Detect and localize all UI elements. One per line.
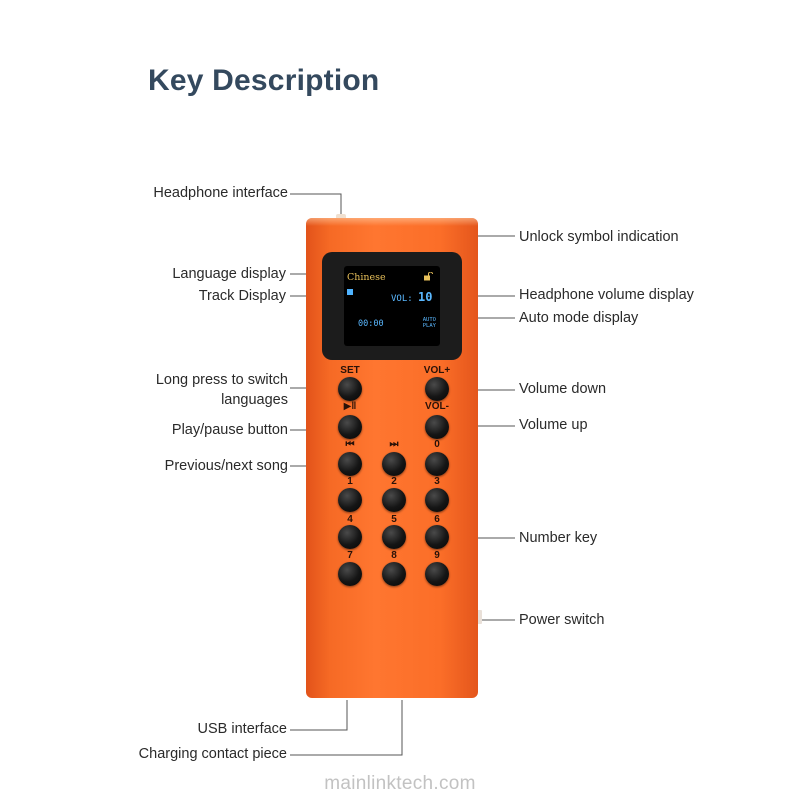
label-auto-mode: Auto mode display <box>519 310 639 326</box>
page-title: Key Description <box>148 64 380 97</box>
oled-screen: Chinese VOL: 10 00:00 AUTO PLAY <box>344 266 440 346</box>
label-track-display: Track Display <box>198 288 286 304</box>
previous-button[interactable] <box>338 452 362 476</box>
next-icon: ⏭ <box>389 439 399 450</box>
screen-volume-label: VOL: <box>391 294 413 304</box>
key-4-button[interactable] <box>338 525 362 549</box>
key-label-7: 7 <box>347 550 353 561</box>
screen-bezel: Chinese VOL: 10 00:00 AUTO PLAY <box>322 252 462 360</box>
watermark: mainlinktech.com <box>324 773 476 794</box>
key-label-3: 3 <box>434 476 440 487</box>
key-label-9: 9 <box>434 550 440 561</box>
label-volume-up: Volume up <box>519 417 588 433</box>
key-label-2: 2 <box>391 476 397 487</box>
previous-icon: ⏮ <box>345 439 355 450</box>
screen-auto-line2: PLAY <box>422 323 436 329</box>
label-prev-next: Previous/next song <box>164 458 288 474</box>
screen-time: 00:00 <box>358 319 384 329</box>
label-play-pause: Play/pause button <box>171 422 288 438</box>
power-switch[interactable] <box>477 610 482 624</box>
key-label-4: 4 <box>347 514 353 525</box>
label-power-switch: Power switch <box>519 612 605 628</box>
key-label-vol-minus: VOL- <box>425 401 449 412</box>
line-usb-interface <box>290 700 348 731</box>
key-2-button[interactable] <box>382 488 406 512</box>
device-highlight <box>306 218 478 226</box>
label-number-key: Number key <box>519 530 598 546</box>
lock-icon <box>423 271 434 283</box>
label-charging-contact: Charging contact piece <box>138 746 287 762</box>
track-icon <box>347 289 353 295</box>
key-8-button[interactable] <box>382 562 406 586</box>
key-7-button[interactable] <box>338 562 362 586</box>
label-unlock-symbol: Unlock symbol indication <box>519 229 679 245</box>
key-5-button[interactable] <box>382 525 406 549</box>
headphone-jack <box>336 214 346 219</box>
key-label-8: 8 <box>391 550 397 561</box>
screen-auto-line1: AUTO <box>422 317 436 323</box>
key-9-button[interactable] <box>425 562 449 586</box>
label-language-display: Language display <box>172 266 286 282</box>
key-label-5: 5 <box>391 514 397 525</box>
label-volume-down: Volume down <box>519 381 607 397</box>
line-headphone-interface <box>290 193 342 214</box>
key-label-vol-plus: VOL+ <box>423 365 451 376</box>
play-pause-icon: ▶‖ <box>343 401 357 412</box>
screen-volume-value: 10 <box>418 290 433 304</box>
key-label-1: 1 <box>347 476 353 487</box>
set-button[interactable] <box>338 377 362 401</box>
screen-auto-play: AUTO PLAY <box>423 317 436 329</box>
key-label-0: 0 <box>434 439 440 450</box>
key-1-button[interactable] <box>338 488 362 512</box>
key-label-set: SET <box>340 365 360 376</box>
label-headphone-interface: Headphone interface <box>153 185 288 201</box>
key-6-button[interactable] <box>425 525 449 549</box>
label-headphone-volume: Headphone volume display <box>519 287 694 303</box>
label-usb-interface: USB interface <box>197 721 287 737</box>
key-0-button[interactable] <box>425 452 449 476</box>
key-label-6: 6 <box>434 514 440 525</box>
screen-language: Chinese <box>347 272 386 283</box>
vol-minus-button[interactable] <box>425 415 449 439</box>
key-3-button[interactable] <box>425 488 449 512</box>
vol-plus-button[interactable] <box>425 377 449 401</box>
next-button[interactable] <box>382 452 406 476</box>
line-charging-contact <box>290 700 403 756</box>
play-pause-button[interactable] <box>338 415 362 439</box>
label-long-press: Long press to switch languages <box>155 372 288 408</box>
